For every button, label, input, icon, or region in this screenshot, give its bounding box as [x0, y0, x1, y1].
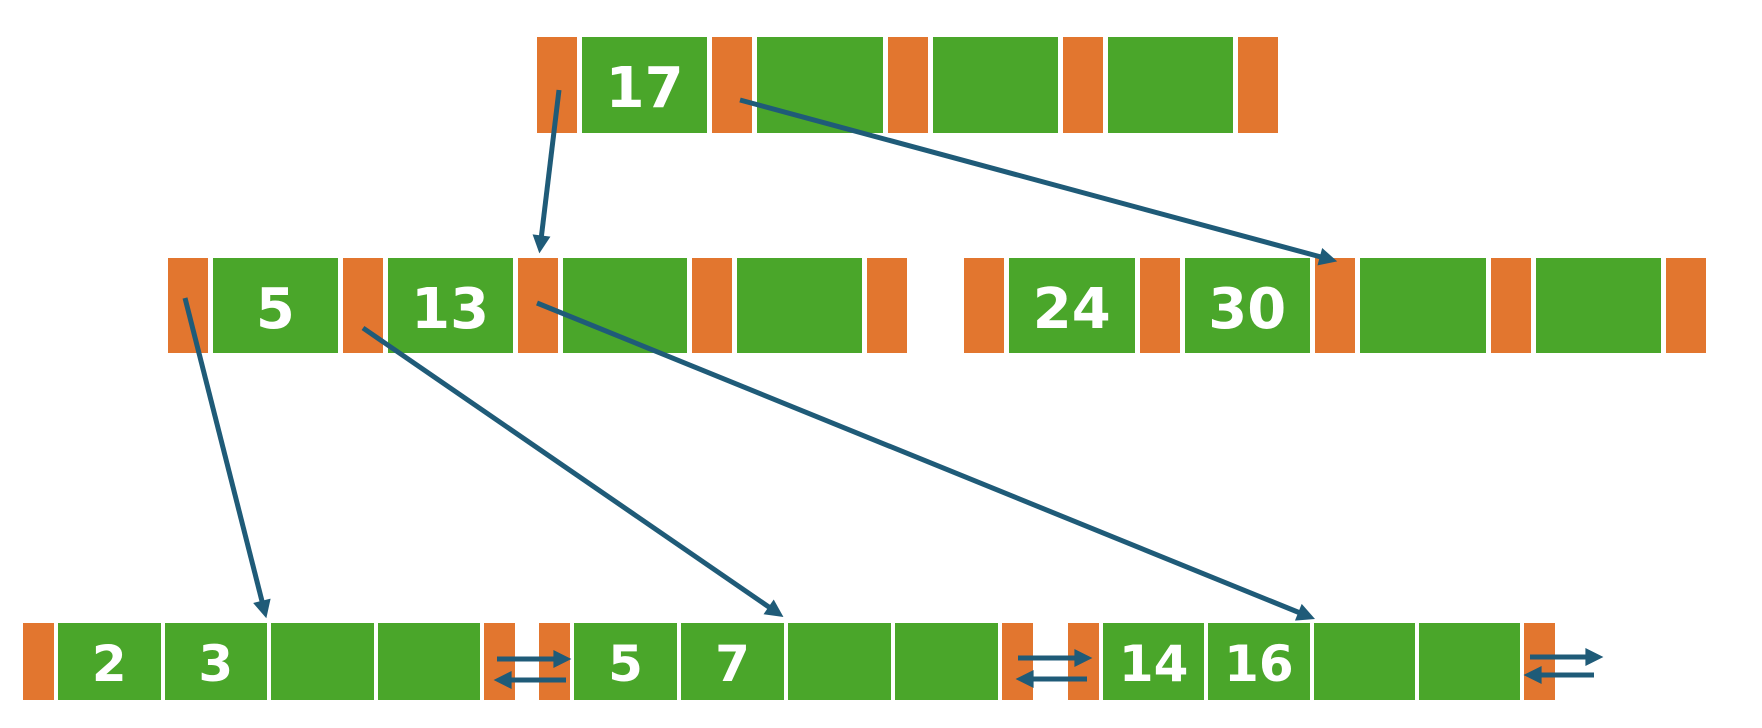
leaf-1-key-slot: 3: [164, 623, 267, 700]
leaf-3-pointer-slot: [1524, 623, 1555, 700]
root-key-slot: [932, 37, 1058, 133]
root-node: 17: [537, 37, 1278, 133]
leaf-2-key-slot: [788, 623, 891, 700]
root-pointer-slot: [712, 37, 753, 133]
root-pointer-slot: [887, 37, 928, 133]
internal-right-key-slot: 30: [1184, 258, 1310, 353]
leaf-2-pointer-slot: [539, 623, 570, 700]
root-pointer-slot: [1062, 37, 1103, 133]
leaf-1-key-slot: [377, 623, 480, 700]
internal-left-node: 5 13: [168, 258, 907, 353]
internal-left-pointer-slot: [692, 258, 733, 353]
leaf-1-pointer-slot: [23, 623, 54, 700]
root-key-slot: 17: [582, 37, 708, 133]
root-key-slot: [757, 37, 883, 133]
internal-right-pointer-slot: [964, 258, 1004, 353]
root-key-slot: [1107, 37, 1233, 133]
internal-right-pointer-slot: [1666, 258, 1706, 353]
leaf-2-key-slot: 5: [574, 623, 677, 700]
internal-left-pointer-slot: [867, 258, 907, 353]
internal-right-key-slot: [1535, 258, 1661, 353]
internal-left-key-slot: 5: [213, 258, 338, 353]
internal-left-p2-to-leaf-2-arrow: [361, 325, 784, 618]
leaf-2-pointer-slot: [1002, 623, 1033, 700]
leaf-3-key-slot: 14: [1103, 623, 1205, 700]
internal-left-pointer-slot: [342, 258, 383, 353]
leaf-1-key-slot: [271, 623, 374, 700]
leaf-2-key-slot: [895, 623, 998, 700]
internal-left-key-slot: [562, 258, 688, 353]
internal-right-pointer-slot: [1139, 258, 1180, 353]
internal-right-key-slot: 24: [1009, 258, 1135, 353]
leaf-3-key-slot: [1418, 623, 1520, 700]
internal-right-key-slot: [1360, 258, 1486, 353]
root-pointer-slot: [1238, 37, 1278, 133]
internal-left-pointer-slot: [517, 258, 558, 353]
leaf-1-key-slot: 2: [58, 623, 161, 700]
internal-right-pointer-slot: [1315, 258, 1355, 353]
leaf-2-key-slot: 7: [681, 623, 784, 700]
internal-left-pointer-slot: [168, 258, 208, 353]
internal-left-key-slot: 13: [387, 258, 513, 353]
leaf-3-key-slot: 16: [1208, 623, 1310, 700]
internal-right-node: 24 30: [964, 258, 1706, 353]
internal-right-pointer-slot: [1490, 258, 1531, 353]
leaf-3-key-slot: [1313, 623, 1415, 700]
internal-left-key-slot: [737, 258, 862, 353]
leaf-3-pointer-slot: [1068, 623, 1099, 700]
leaf-1-pointer-slot: [484, 623, 515, 700]
root-pointer-slot: [537, 37, 577, 133]
